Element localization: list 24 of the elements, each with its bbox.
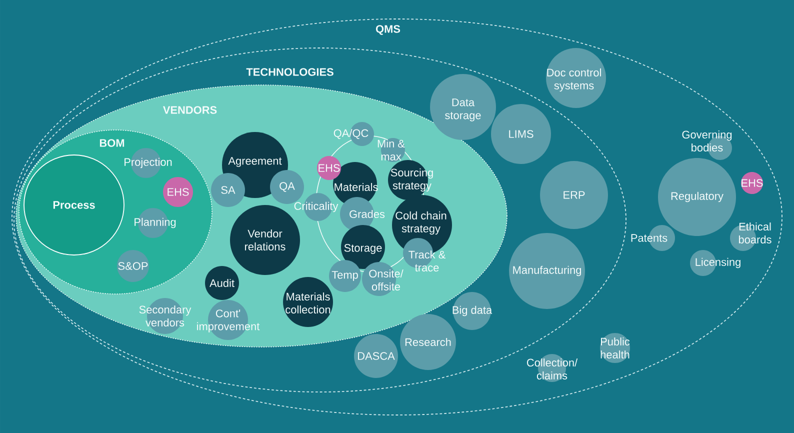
bubble: DASCA bbox=[354, 334, 398, 378]
bubble: Regulatory bbox=[658, 158, 736, 236]
bubble: SA bbox=[211, 173, 245, 207]
bubble: Manufacturing bbox=[509, 233, 585, 309]
bubble: Big data bbox=[452, 292, 492, 330]
bubble: Projection bbox=[124, 148, 172, 178]
bubble: Planning bbox=[134, 208, 176, 238]
bubble: EHS bbox=[163, 177, 193, 207]
bubble: Process bbox=[24, 154, 124, 256]
bubble: S&OP bbox=[117, 250, 149, 282]
bubble: Cont' improvement bbox=[197, 300, 260, 340]
bubble: Licensing bbox=[690, 250, 740, 276]
bubble: Governing bodies bbox=[682, 130, 732, 160]
bubble: Data storage bbox=[430, 74, 496, 140]
bubble: EHS bbox=[741, 172, 763, 194]
bubble: Public health bbox=[600, 333, 630, 363]
bubble: Materials collection bbox=[283, 277, 333, 327]
bubble: Secondary vendors bbox=[139, 298, 192, 334]
bubble: Doc control systems bbox=[546, 48, 606, 108]
bubble: LIMS bbox=[491, 104, 551, 164]
bubble: Research bbox=[400, 314, 456, 370]
bubble: Audit bbox=[205, 266, 239, 300]
bubble: ERP bbox=[540, 161, 608, 229]
bubble: Collection/ claims bbox=[526, 354, 578, 382]
